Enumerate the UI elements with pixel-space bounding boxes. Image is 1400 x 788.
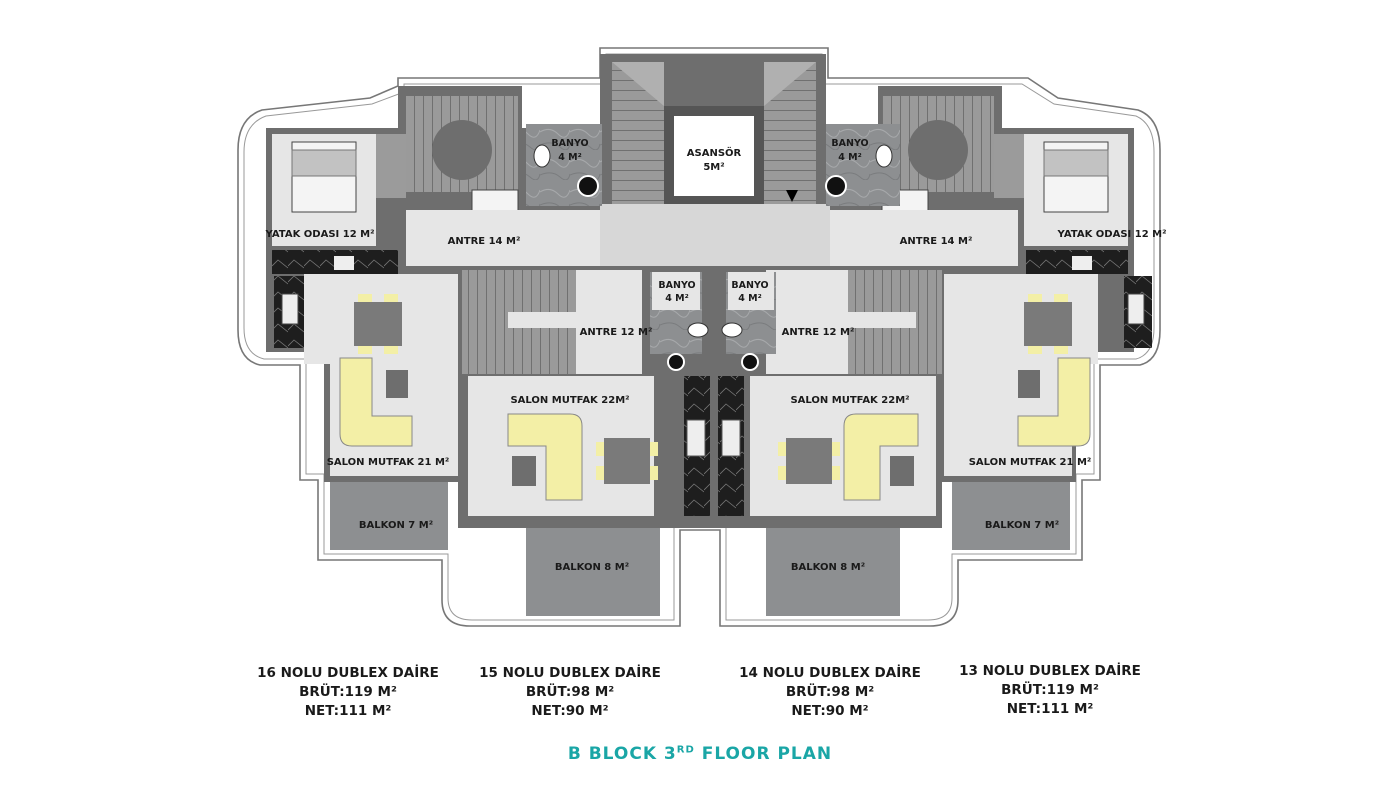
sofa xyxy=(843,413,919,501)
label-bedroom-right: YATAK ODASI 12 M² xyxy=(1057,229,1167,240)
label-bath-top-left-area: 4 M² xyxy=(558,152,582,163)
unit-net-area: NET:90 M² xyxy=(791,703,869,719)
unit-net-area: NET:111 M² xyxy=(1006,701,1094,717)
unit-name: 15 NOLU DUBLEX DAİRE xyxy=(479,665,661,681)
label-bath-mid-right-area: 4 M² xyxy=(738,293,762,304)
unit-16-upper xyxy=(272,96,602,364)
unit-net-area: NET:111 M² xyxy=(304,703,392,719)
core-stairs xyxy=(600,62,830,266)
label-bath-top-right-area: 4 M² xyxy=(838,152,862,163)
unit-net-area: NET:90 M² xyxy=(531,703,609,719)
label-bath-top-left: BANYO xyxy=(551,138,588,149)
unit-info-15: 15 NOLU DUBLEX DAİRE BRÜT:98 M² NET:90 M… xyxy=(460,664,680,721)
unit-gross-area: BRÜT:119 M² xyxy=(1001,682,1099,698)
unit-name: 16 NOLU DUBLEX DAİRE xyxy=(257,665,439,681)
unit-gross-area: BRÜT:98 M² xyxy=(785,684,875,700)
label-bath-mid-left: BANYO xyxy=(658,280,695,291)
label-living-inner-right: SALON MUTFAK 22M² xyxy=(790,395,909,406)
label-bedroom-left: YATAK ODASI 12 M² xyxy=(265,229,375,240)
room-labels: ASANSÖR 5M² BANYO 4 M² BANYO 4 M² BANYO … xyxy=(265,138,1167,573)
sofa xyxy=(339,357,413,447)
label-balcony-inner-left: BALKON 8 M² xyxy=(555,562,629,573)
label-hall-top-right: ANTRE 14 M² xyxy=(900,236,973,247)
living-rooms xyxy=(330,294,1091,516)
arrow-down-icon xyxy=(786,190,798,202)
plan-title: B BLOCK 3RD FLOOR PLAN xyxy=(0,744,1400,764)
plan-title-ordinal: RD xyxy=(676,744,695,756)
balconies xyxy=(330,482,1070,616)
label-hall-mid-right: ANTRE 12 M² xyxy=(782,327,855,338)
unit-info-14: 14 NOLU DUBLEX DAİRE BRÜT:98 M² NET:90 M… xyxy=(720,664,940,721)
unit-gross-area: BRÜT:119 M² xyxy=(299,684,397,700)
label-elevator-area: 5M² xyxy=(703,162,724,173)
plan-title-suffix: FLOOR PLAN xyxy=(694,744,833,764)
label-balcony-outer-left: BALKON 7 M² xyxy=(359,520,433,531)
label-bath-mid-right: BANYO xyxy=(731,280,768,291)
label-balcony-inner-right: BALKON 8 M² xyxy=(791,562,865,573)
label-hall-top-left: ANTRE 14 M² xyxy=(448,236,521,247)
sofa xyxy=(507,413,583,501)
unit-gross-area: BRÜT:98 M² xyxy=(525,684,615,700)
unit-info-16: 16 NOLU DUBLEX DAİRE BRÜT:119 M² NET:111… xyxy=(238,664,458,721)
label-living-inner-left: SALON MUTFAK 22M² xyxy=(510,395,629,406)
label-bath-top-right: BANYO xyxy=(831,138,868,149)
unit-info-13: 13 NOLU DUBLEX DAİRE BRÜT:119 M² NET:111… xyxy=(940,662,1160,719)
label-balcony-outer-right: BALKON 7 M² xyxy=(985,520,1059,531)
label-living-outer-left: SALON MUTFAK 21 M² xyxy=(327,457,450,468)
label-living-outer-right: SALON MUTFAK 21 M² xyxy=(969,457,1092,468)
label-bath-mid-left-area: 4 M² xyxy=(665,293,689,304)
unit-name: 14 NOLU DUBLEX DAİRE xyxy=(739,665,921,681)
sofa xyxy=(1017,357,1091,447)
unit-name: 13 NOLU DUBLEX DAİRE xyxy=(959,663,1141,679)
units-15-14-upper xyxy=(462,270,942,516)
unit-13-upper xyxy=(825,96,1152,364)
plan-title-prefix: B BLOCK 3 xyxy=(567,744,677,764)
label-hall-mid-left: ANTRE 12 M² xyxy=(580,327,653,338)
label-elevator: ASANSÖR xyxy=(687,145,742,159)
